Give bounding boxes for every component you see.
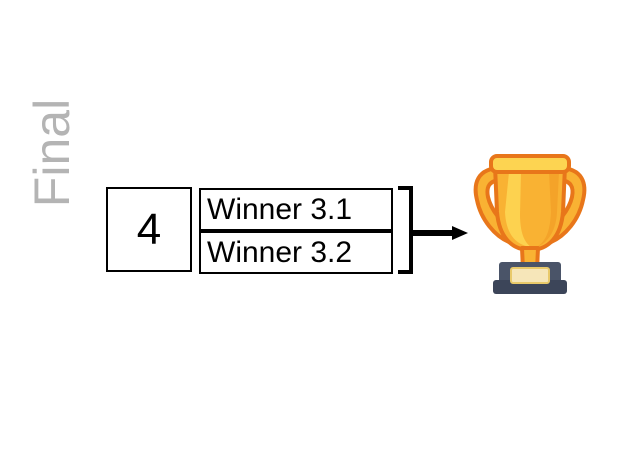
round-label-final: Final <box>24 98 80 208</box>
arrow-shaft <box>410 230 454 236</box>
match-number-box: 4 <box>106 187 192 272</box>
match-slot-top-label: Winner 3.1 <box>207 192 353 226</box>
bracket-tick-top <box>398 186 413 190</box>
arrow-head <box>452 226 468 240</box>
match-slot-top: Winner 3.1 <box>199 188 393 231</box>
bracket-tick-bottom <box>398 270 413 274</box>
match-slot-bottom-label: Winner 3.2 <box>207 235 353 269</box>
match-slot-bottom: Winner 3.2 <box>199 231 393 274</box>
arrow-right-icon <box>410 226 468 240</box>
trophy-icon <box>471 150 589 298</box>
match-slots: Winner 3.1 Winner 3.2 <box>199 188 393 274</box>
match-number-value: 4 <box>136 204 162 254</box>
